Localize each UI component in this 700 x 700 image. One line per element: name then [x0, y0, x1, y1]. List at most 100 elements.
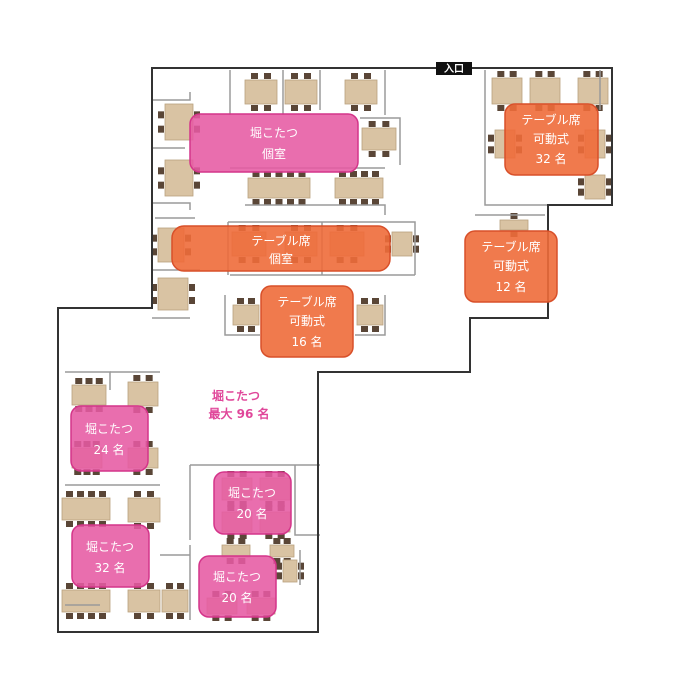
- chair: [304, 105, 311, 111]
- chair: [583, 71, 591, 77]
- zone-text: 可動式: [493, 259, 529, 273]
- chair: [66, 491, 73, 497]
- zone-text: 可動式: [289, 314, 325, 328]
- chair: [75, 378, 83, 384]
- chair: [134, 613, 141, 619]
- chair: [147, 523, 154, 529]
- chair: [413, 235, 419, 243]
- chair: [275, 171, 283, 177]
- outer-wall: [57, 67, 613, 633]
- chair: [273, 538, 281, 544]
- table: [164, 159, 194, 197]
- chair: [66, 613, 73, 619]
- chair: [224, 615, 232, 621]
- chair: [151, 234, 157, 242]
- chair: [547, 71, 555, 77]
- table: [334, 177, 384, 199]
- table: [161, 589, 189, 613]
- chair: [147, 583, 154, 589]
- zone-table-private[interactable]: テーブル席 個室: [171, 225, 391, 272]
- chair: [66, 521, 73, 527]
- zone-table-movable-16[interactable]: テーブル席 可動式 16 名: [260, 285, 354, 358]
- chair: [304, 73, 311, 79]
- table: [284, 79, 318, 105]
- capacity-note-count: 最大 96 名: [208, 406, 269, 421]
- table: [164, 103, 194, 141]
- zone-horikotatsu-20a[interactable]: 堀こたつ 20 名: [213, 471, 292, 535]
- chair: [145, 407, 153, 413]
- table: [127, 589, 161, 613]
- capacity-note-title: 堀こたつ: [212, 388, 260, 403]
- chair: [251, 105, 258, 111]
- zone-text: 12 名: [495, 279, 526, 294]
- chair: [488, 146, 494, 154]
- entrance[interactable]: 入口: [436, 62, 472, 75]
- partition-lines: [65, 70, 601, 620]
- zone-table-movable-12[interactable]: テーブル席 可動式 12 名: [464, 230, 558, 303]
- zone-text: 堀こたつ: [228, 485, 276, 500]
- chair: [382, 121, 390, 127]
- chair: [595, 71, 603, 77]
- zone-text: 32 名: [94, 560, 125, 575]
- table: [361, 127, 397, 151]
- chair: [578, 188, 584, 196]
- chair: [265, 533, 273, 539]
- zone-text: 可動式: [533, 132, 569, 146]
- table: [127, 497, 161, 523]
- chair: [77, 613, 84, 619]
- table: [491, 77, 523, 105]
- chair: [248, 298, 255, 304]
- chair: [88, 491, 95, 497]
- chair: [166, 583, 173, 589]
- chair: [361, 171, 368, 177]
- chair: [158, 181, 164, 189]
- chair: [339, 199, 346, 205]
- chair: [189, 297, 195, 304]
- chair: [252, 199, 260, 205]
- table: [157, 277, 189, 311]
- chair: [287, 171, 294, 177]
- chair: [606, 146, 612, 154]
- chair: [595, 105, 603, 111]
- zone-text: テーブル席: [481, 239, 540, 254]
- chair: [158, 167, 164, 175]
- chair: [368, 121, 376, 127]
- zone-horikotatsu-private[interactable]: 堀こたつ 個室: [189, 113, 359, 173]
- chair: [298, 199, 306, 205]
- chair: [99, 521, 106, 527]
- chair: [66, 583, 73, 589]
- chair: [237, 298, 244, 304]
- chair: [151, 297, 157, 304]
- zone-text: 20 名: [221, 590, 252, 605]
- zone-horikotatsu-20b[interactable]: 堀こたつ 20 名: [198, 555, 277, 618]
- chair: [83, 469, 91, 475]
- chair: [237, 326, 244, 332]
- chair: [497, 105, 505, 111]
- zone-text: 個室: [269, 251, 293, 266]
- entrance-label: 入口: [444, 63, 464, 75]
- zone-table-movable-32[interactable]: テーブル席 可動式 32 名: [504, 103, 599, 176]
- table: [61, 497, 111, 521]
- chair: [264, 199, 271, 205]
- chair: [145, 469, 153, 475]
- table: [344, 79, 378, 105]
- chair: [275, 199, 283, 205]
- capacity-note: 堀こたつ 最大 96 名: [208, 388, 269, 421]
- chair: [361, 298, 368, 304]
- chair: [413, 245, 419, 253]
- zone-horikotatsu-32[interactable]: 堀こたつ 32 名: [71, 524, 150, 588]
- chair: [145, 375, 153, 381]
- zone-text: 16 名: [291, 334, 322, 349]
- chair: [382, 151, 390, 157]
- chair: [151, 248, 157, 256]
- chair: [133, 375, 141, 381]
- zone-horikotatsu-24[interactable]: 堀こたつ 24 名: [70, 405, 149, 472]
- chair: [291, 105, 298, 111]
- chair: [351, 105, 358, 111]
- table: [247, 177, 311, 199]
- chair: [251, 615, 259, 621]
- chair: [276, 572, 282, 580]
- zone-text: テーブル席: [251, 233, 310, 248]
- chair: [372, 326, 379, 332]
- table: [391, 231, 413, 257]
